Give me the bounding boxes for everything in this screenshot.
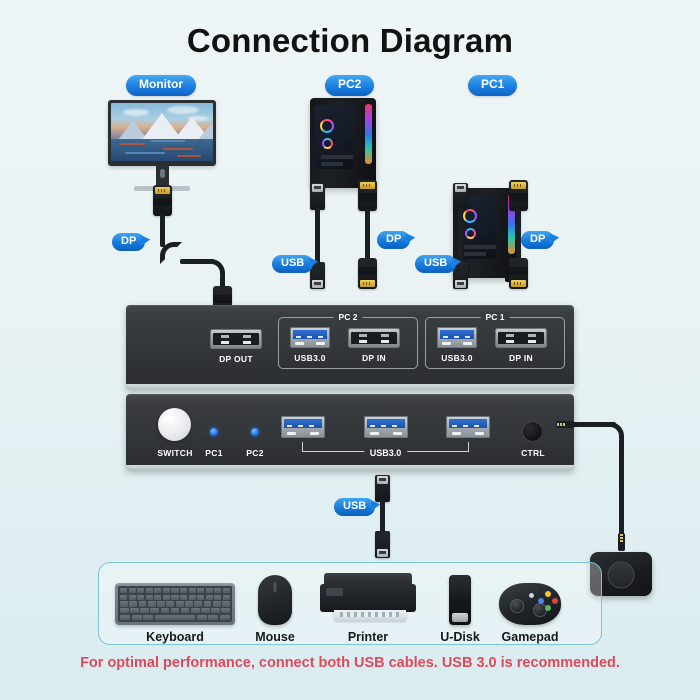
cable-ctrl-elbow xyxy=(602,422,624,444)
cable-label-monitor-dp: DP xyxy=(112,233,146,252)
peripheral-keyboard: Keyboard xyxy=(112,567,238,644)
cable-label-pc1-dp: DP xyxy=(521,231,555,250)
label-led-pc2: PC2 xyxy=(246,448,264,458)
label-ctrl: CTRL xyxy=(521,448,545,458)
dp-connector-pc1-top xyxy=(509,180,528,211)
port-usb3-front-1[interactable] xyxy=(281,416,325,438)
led-pc1 xyxy=(210,428,218,436)
keyboard-icon xyxy=(112,567,238,625)
dp-connector-pc2-top xyxy=(358,180,377,211)
kvm-front-panel: SWITCH PC1 PC2 USB3.0 CTRL xyxy=(126,394,574,470)
mouse-icon xyxy=(240,567,310,625)
peripheral-udisk: U-Disk xyxy=(428,567,492,644)
pc2-side-glass xyxy=(315,105,353,169)
cable-pc1-dp xyxy=(516,209,521,261)
peripheral-mouse: Mouse xyxy=(240,567,310,644)
pc2-rgb-strip xyxy=(365,104,372,164)
dp-connector-pc1-bottom xyxy=(509,258,528,289)
footer-note: For optimal performance, connect both US… xyxy=(80,655,620,671)
peripheral-printer-label: Printer xyxy=(347,630,389,644)
port-dp-out[interactable] xyxy=(210,329,262,349)
cable-label-pc2-dp: DP xyxy=(377,231,411,250)
label-usb3-front: USB3.0 xyxy=(363,448,408,458)
cable-monitor-dp-segment-3 xyxy=(220,276,225,290)
dp-connector-pc2-bottom xyxy=(358,258,377,289)
udisk-icon xyxy=(428,567,492,625)
peripheral-keyboard-label: Keyboard xyxy=(146,630,204,644)
led-pc2 xyxy=(251,428,259,436)
switch-button[interactable] xyxy=(158,408,191,441)
peripheral-gamepad-label: Gamepad xyxy=(501,630,559,644)
port-usb3-front-2[interactable] xyxy=(364,416,408,438)
ctrl-jack-plug xyxy=(556,421,574,428)
label-dp-in-pc2: DP IN xyxy=(361,353,387,363)
cable-label-peripheral-usb: USB xyxy=(334,498,376,517)
remote-switch[interactable] xyxy=(590,552,652,596)
label-usb3-pc1: USB3.0 xyxy=(441,353,473,363)
usb-connector-pc1-top xyxy=(453,183,468,210)
monitor-stand-neck xyxy=(155,166,169,186)
cable-peripheral-usb xyxy=(380,500,385,536)
port-usb3-front-3[interactable] xyxy=(446,416,490,438)
ctrl-remote-plug xyxy=(618,533,625,551)
cable-pc1-usb xyxy=(458,208,463,265)
port-usb3-pc2[interactable] xyxy=(290,327,330,348)
port-dp-in-pc1[interactable] xyxy=(495,328,547,348)
cable-pc2-dp xyxy=(365,209,370,261)
page-title: Connection Diagram xyxy=(186,22,514,59)
port-dp-in-pc2[interactable] xyxy=(348,328,400,348)
label-dp-out: DP OUT xyxy=(219,354,253,364)
peripheral-udisk-label: U-Disk xyxy=(440,630,480,644)
usb3-bracket: USB3.0 xyxy=(302,442,469,458)
cable-ctrl-segment-1 xyxy=(572,422,616,427)
monitor-badge: Monitor xyxy=(126,75,196,96)
label-switch: SWITCH xyxy=(157,448,193,458)
monitor-screen xyxy=(111,103,213,161)
group-pc1: PC 1 xyxy=(425,312,565,369)
peripheral-mouse-label: Mouse xyxy=(255,630,295,644)
cable-ctrl-segment-2 xyxy=(619,439,624,537)
monitor-bezel xyxy=(108,100,216,166)
monitor-device xyxy=(108,100,216,191)
gamepad-icon xyxy=(490,567,570,625)
printer-icon xyxy=(315,567,421,625)
peripheral-printer: Printer xyxy=(315,567,421,644)
group-pc2-label: PC 2 xyxy=(333,312,363,322)
cable-monitor-dp-elbow-2 xyxy=(203,259,225,281)
group-pc1-label: PC 1 xyxy=(480,312,510,322)
pc2-badge: PC2 xyxy=(325,75,375,96)
usb-connector-pc2-top xyxy=(310,183,325,210)
label-usb3-pc2: USB3.0 xyxy=(294,353,326,363)
cable-label-pc2-usb: USB xyxy=(272,255,314,274)
cable-monitor-dp-segment-1 xyxy=(160,214,165,247)
port-usb3-pc1[interactable] xyxy=(437,327,477,348)
cable-label-pc1-usb: USB xyxy=(415,255,457,274)
cable-pc2-usb xyxy=(315,208,320,265)
usb-connector-peripheral-top xyxy=(375,475,390,502)
pc2-tower xyxy=(310,98,376,192)
usb-connector-peripheral-bottom xyxy=(375,531,390,558)
label-led-pc1: PC1 xyxy=(205,448,223,458)
label-dp-in-pc1: DP IN xyxy=(508,353,534,363)
peripheral-gamepad: Gamepad xyxy=(490,567,570,644)
port-ctrl[interactable] xyxy=(522,421,543,442)
cable-monitor-dp-segment-2 xyxy=(180,259,214,264)
pc1-badge: PC1 xyxy=(468,75,518,96)
kvm-rear-panel: DP OUT PC 2 USB3.0 DP IN PC 1 USB3.0 xyxy=(126,305,574,389)
pc1-rgb-strip xyxy=(508,194,515,254)
group-pc2: PC 2 xyxy=(278,312,418,369)
cable-monitor-dp-elbow-1 xyxy=(160,242,182,264)
dp-connector-monitor xyxy=(153,185,172,216)
